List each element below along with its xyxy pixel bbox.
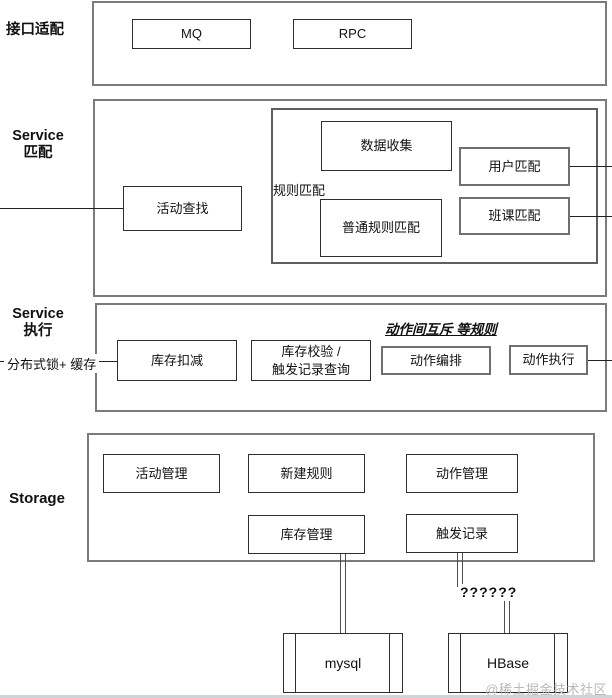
- node-activity-lookup: 活动查找: [123, 186, 242, 231]
- node-inventory-deduct: 库存扣减: [117, 340, 237, 381]
- section-storage: [87, 433, 595, 562]
- connector-inventory-to-mysql: [340, 554, 346, 633]
- layer-label-interface-adapter: 接口适配: [6, 22, 64, 38]
- connector-out-user-match: [570, 166, 612, 167]
- group-rule-match-label: 规则匹配: [273, 183, 326, 198]
- db-hbase-right-bar: [554, 634, 555, 692]
- node-user-match: 用户匹配: [459, 147, 570, 186]
- node-action-mgmt: 动作管理: [406, 454, 518, 493]
- node-trigger-record: 触发记录: [406, 514, 518, 553]
- node-rpc: RPC: [293, 19, 412, 49]
- label-unknown-link: ??????: [459, 584, 519, 600]
- node-inventory-mgmt: 库存管理: [248, 515, 365, 554]
- db-hbase: HBase: [448, 633, 568, 693]
- node-class-match: 班课匹配: [459, 197, 570, 235]
- node-action-orchestration: 动作编排: [381, 346, 491, 375]
- connector-out-action-execution: [588, 360, 612, 361]
- db-mysql-right-bar: [389, 634, 390, 692]
- bottom-edge-strip: [0, 695, 612, 698]
- label-distributed-lock-cache: 分布式锁+ 缓存: [4, 354, 100, 373]
- connector-in-activity-lookup: [0, 208, 123, 209]
- db-hbase-left-bar: [460, 634, 461, 692]
- connector-trigger-upper: [457, 553, 463, 587]
- layer-label-service-execute: Service 执行: [12, 306, 64, 340]
- group-rule-match: [271, 108, 598, 264]
- section-interface-adapter: [92, 1, 607, 86]
- db-mysql-left-bar: [295, 634, 296, 692]
- connector-trigger-lower-to-hbase: [504, 601, 510, 633]
- node-inventory-check: 库存校验 / 触发记录查询: [251, 340, 371, 381]
- watermark: @稀土掘金技术社区: [485, 682, 607, 697]
- node-mq: MQ: [132, 19, 251, 49]
- node-data-collection: 数据收集: [321, 121, 452, 171]
- db-mysql-label: mysql: [324, 655, 362, 671]
- db-mysql: mysql: [283, 633, 403, 693]
- layer-label-storage: Storage: [9, 490, 65, 507]
- node-activity-mgmt: 活动管理: [103, 454, 220, 493]
- node-rule-create: 新建规则: [248, 454, 365, 493]
- note-action-mutex-rules: 动作间互斥 等规则: [385, 322, 497, 337]
- connector-out-class-match: [570, 216, 612, 217]
- layer-label-service-match: Service 匹配: [12, 128, 64, 162]
- node-action-execution: 动作执行: [509, 345, 588, 375]
- node-normal-rule-match: 普通规则匹配: [320, 199, 442, 257]
- db-hbase-label: HBase: [486, 655, 530, 671]
- section-service-match: [93, 99, 607, 297]
